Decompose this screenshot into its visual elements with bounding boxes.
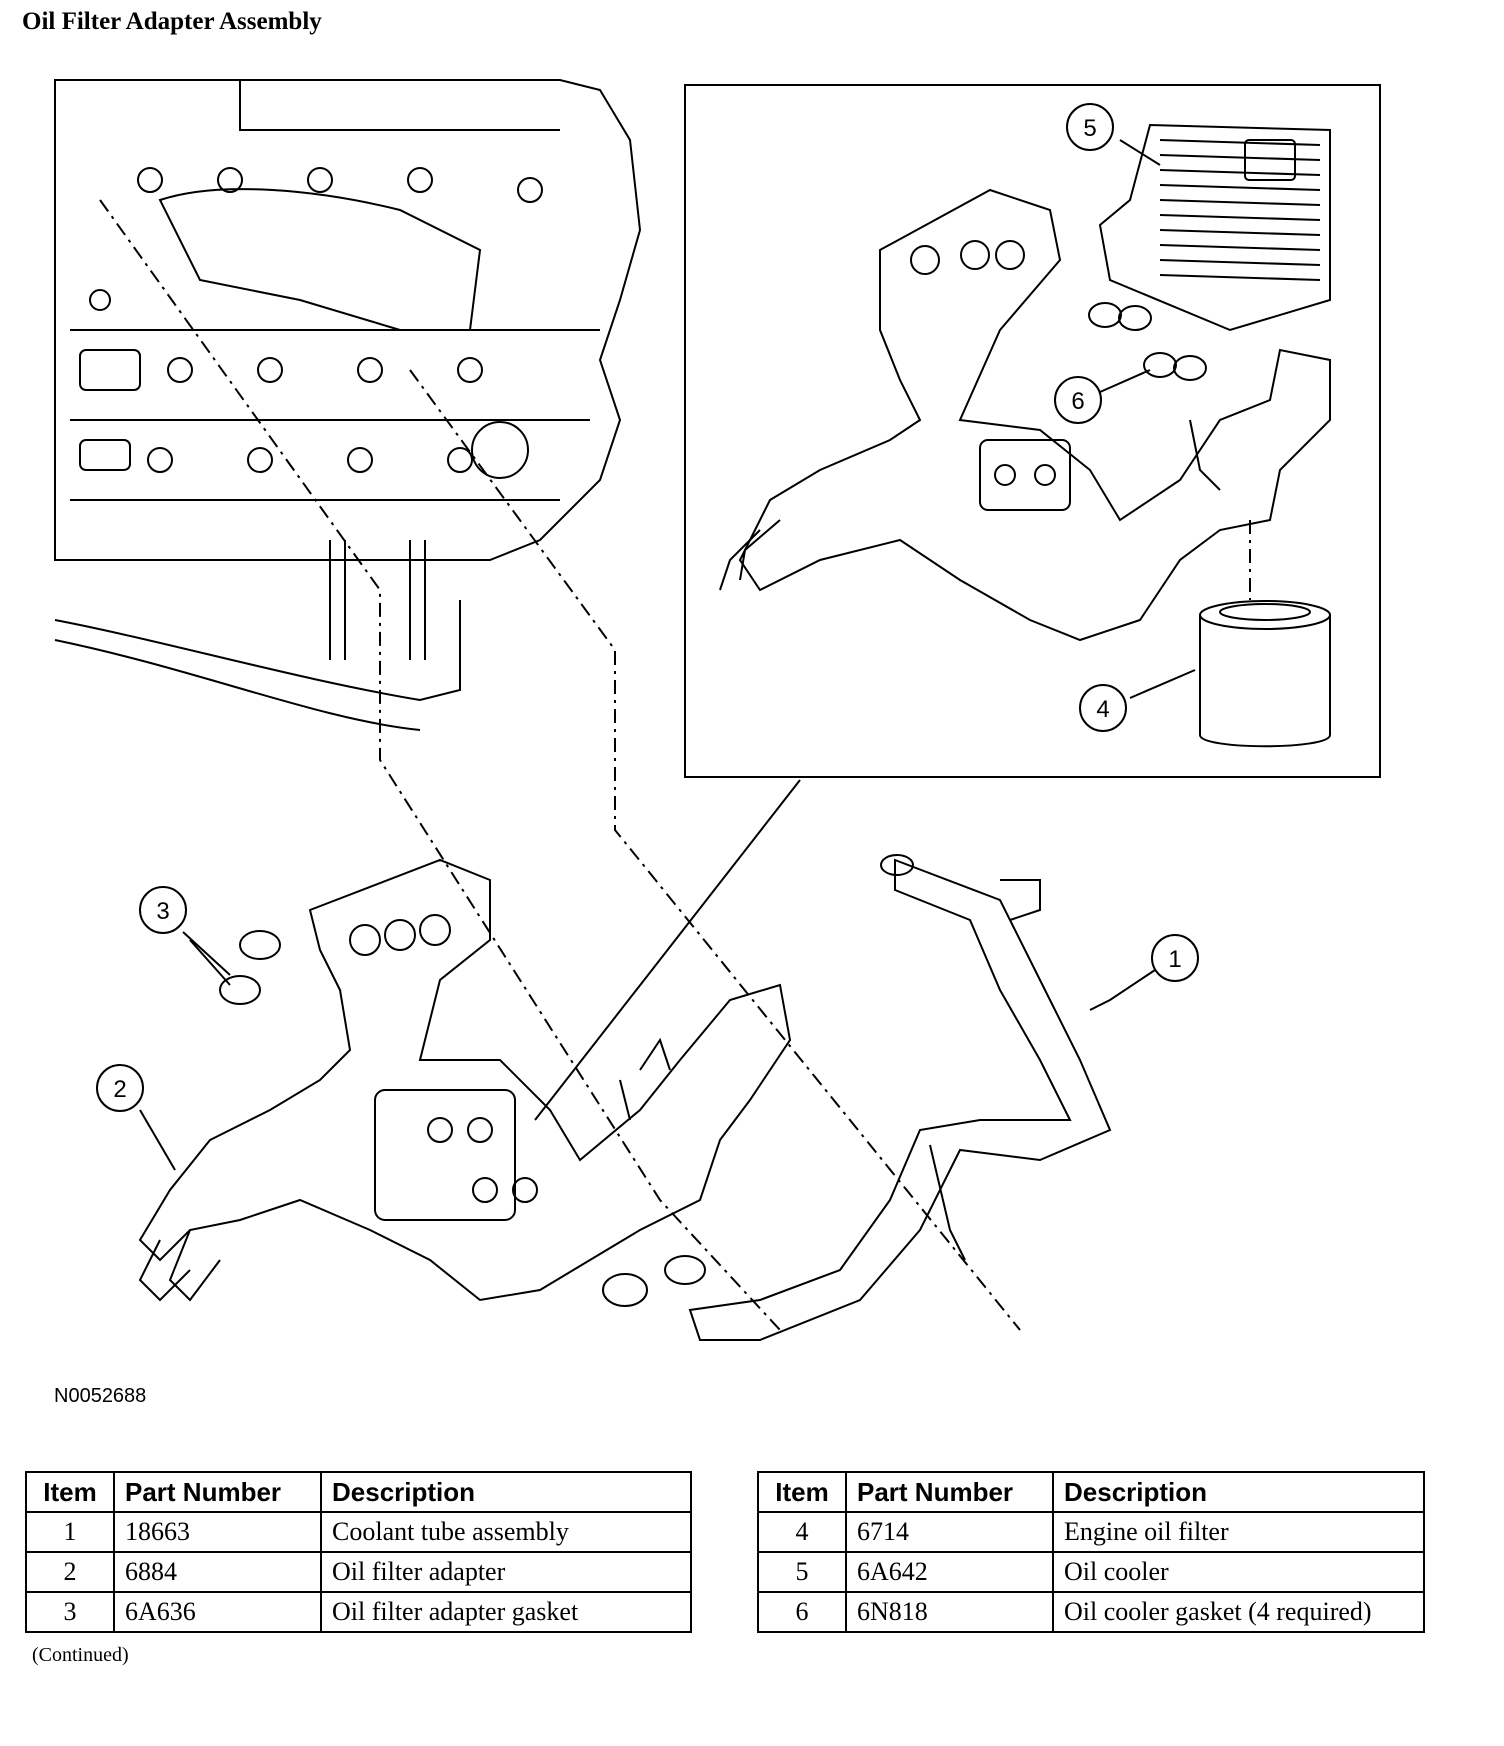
inset-adapter-drawing: [719, 188, 1331, 642]
cell-description: Oil cooler gasket (4 required): [1052, 1591, 1425, 1633]
callout-3-label: 3: [156, 898, 169, 925]
table-header-row: Item Part Number Description: [25, 1471, 692, 1513]
header-description: Description: [1052, 1471, 1425, 1513]
callout-4: 4: [1079, 684, 1127, 732]
cell-description: Oil filter adapter gasket: [320, 1591, 692, 1633]
inset-oil-cooler-drawing: [1098, 123, 1331, 332]
page-title: Oil Filter Adapter Assembly: [22, 8, 322, 35]
cell-description: Oil cooler: [1052, 1551, 1425, 1593]
cell-item: 5: [757, 1551, 847, 1593]
inset-box: [684, 84, 1381, 778]
cell-part-number: 6A636: [113, 1591, 322, 1633]
header-item: Item: [757, 1471, 847, 1513]
header-item: Item: [25, 1471, 115, 1513]
cell-description: Coolant tube assembly: [320, 1511, 692, 1553]
callout-3: 3: [139, 886, 187, 934]
parts-table-right: Item Part Number Description 4 6714 Engi…: [757, 1471, 1425, 1633]
cell-item: 3: [25, 1591, 115, 1633]
table-row: 3 6A636 Oil filter adapter gasket: [25, 1591, 692, 1633]
inset-oil-filter-drawing: [1199, 600, 1331, 748]
cell-item: 4: [757, 1511, 847, 1553]
cell-part-number: 6884: [113, 1551, 322, 1593]
adapter-gasket-drawing: [189, 930, 281, 1005]
continued-note: (Continued): [32, 1644, 129, 1666]
cell-part-number: 6A642: [845, 1551, 1054, 1593]
exploded-diagram: 1 2 3 4 5 6: [54, 79, 1381, 1341]
callout-6: 6: [1054, 376, 1102, 424]
callout-5: 5: [1066, 103, 1114, 151]
cell-part-number: 6714: [845, 1511, 1054, 1553]
callout-4-label: 4: [1096, 696, 1109, 723]
callout-5-label: 5: [1083, 115, 1096, 142]
callout-2-label: 2: [113, 1076, 126, 1103]
table-row: 6 6N818 Oil cooler gasket (4 required): [757, 1591, 1425, 1633]
callout-6-label: 6: [1071, 388, 1084, 415]
parts-table-left: Item Part Number Description 1 18663 Coo…: [25, 1471, 692, 1633]
table-row: 4 6714 Engine oil filter: [757, 1511, 1425, 1553]
table-header-row: Item Part Number Description: [757, 1471, 1425, 1513]
table-row: 5 6A642 Oil cooler: [757, 1551, 1425, 1593]
cell-description: Engine oil filter: [1052, 1511, 1425, 1553]
cell-description: Oil filter adapter: [320, 1551, 692, 1593]
coolant-tube-drawing: [602, 854, 1112, 1341]
table-row: 1 18663 Coolant tube assembly: [25, 1511, 692, 1553]
inset-gaskets-drawing: [1088, 302, 1207, 381]
table-row: 2 6884 Oil filter adapter: [25, 1551, 692, 1593]
header-description: Description: [320, 1471, 692, 1513]
cell-item: 6: [757, 1591, 847, 1633]
header-part-number: Part Number: [113, 1471, 322, 1513]
callout-1-label: 1: [1168, 946, 1181, 973]
engine-block-drawing: [54, 79, 642, 731]
cell-item: 1: [25, 1511, 115, 1553]
header-part-number: Part Number: [845, 1471, 1054, 1513]
figure-id: N0052688: [54, 1385, 147, 1407]
oil-filter-adapter-drawing: [138, 858, 792, 1302]
cell-part-number: 6N818: [845, 1591, 1054, 1633]
callout-1: 1: [1151, 934, 1199, 982]
cell-item: 2: [25, 1551, 115, 1593]
cell-part-number: 18663: [113, 1511, 322, 1553]
callout-2: 2: [96, 1064, 144, 1112]
